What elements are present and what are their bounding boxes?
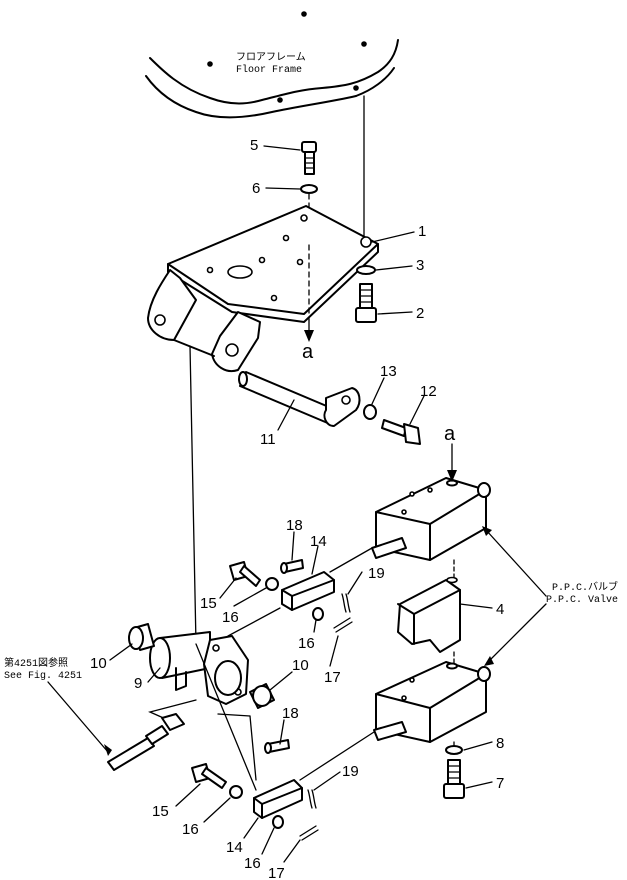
rod-end (107, 737, 155, 771)
cotter-pin-17-lower (299, 825, 319, 841)
callout-12: 12 (420, 383, 437, 400)
callout-13: 13 (380, 363, 397, 380)
callout-14-upper: 14 (310, 533, 327, 550)
callout-18-upper: 18 (286, 517, 303, 534)
clevis-14-lower (253, 779, 303, 819)
callout-16-upper-b: 16 (298, 635, 315, 652)
see-fig-label-en: See Fig. 4251 (4, 670, 82, 682)
callout-18-lower: 18 (282, 705, 299, 722)
arrow-a-top-label: a (302, 341, 314, 363)
callout-10-right: 10 (292, 657, 309, 674)
ppc-valve-upper (371, 477, 491, 561)
pin-18-lower (264, 739, 290, 754)
callout-5: 5 (250, 137, 258, 154)
callout-14-lower: 14 (226, 839, 243, 856)
pin-18-upper (280, 559, 304, 574)
washer-16-lower-a (229, 785, 243, 799)
cotter-pin-19-upper (341, 593, 351, 613)
washer-16-upper-b (312, 607, 324, 621)
callout-17-upper: 17 (324, 669, 341, 686)
callout-7: 7 (496, 775, 504, 792)
bolt-12 (381, 419, 421, 445)
see-fig-label-jp: 第4251図参照 (4, 656, 68, 670)
callout-19-lower: 19 (342, 763, 359, 780)
callout-6: 6 (252, 180, 260, 197)
link-line-upper (329, 547, 373, 573)
callout-11: 11 (260, 431, 276, 448)
bolt-7 (443, 759, 465, 799)
callout-2: 2 (416, 305, 424, 322)
joint-link (161, 713, 185, 731)
floor-frame-label-en: Floor Frame (236, 64, 302, 76)
callout-4: 4 (496, 601, 504, 618)
washer-8 (445, 745, 463, 755)
callout-17-lower: 17 (268, 865, 285, 880)
bolt-15-lower (191, 763, 227, 789)
clevis-14-upper (281, 571, 335, 611)
ppc-valve-lower (373, 661, 491, 743)
shaft-9 (149, 631, 249, 705)
callout-16-upper-a: 16 (222, 609, 239, 626)
ppc-valve-label-en: P.P.C. Valve (546, 594, 618, 606)
callout-1: 1 (418, 223, 426, 240)
callout-15-upper: 15 (200, 595, 217, 612)
ppc-valve-label-jp: P.P.C.バルブ (552, 580, 618, 594)
plate-4 (397, 576, 461, 653)
callout-9: 9 (134, 675, 142, 692)
bolt-15-upper (229, 561, 261, 587)
bolt-5 (301, 141, 317, 175)
washer-6 (300, 184, 318, 194)
pin-11 (238, 371, 361, 427)
bracket-1 (147, 205, 379, 372)
floor-frame: フロアフレーム Floor Frame (145, 11, 399, 119)
washer-3 (356, 265, 376, 275)
link-line-lower (299, 731, 375, 781)
washer-16-lower-b (272, 815, 284, 829)
floor-frame-label-jp: フロアフレーム (236, 51, 306, 64)
callout-16-lower-a: 16 (182, 821, 199, 838)
arrow-a-valve-label: a (444, 423, 456, 445)
bolt-2 (355, 283, 377, 323)
cotter-pin-19-lower (307, 789, 317, 809)
washer-16-upper-a (265, 577, 279, 591)
callout-15-lower: 15 (152, 803, 169, 820)
bushing-10-right (249, 683, 275, 709)
callout-8: 8 (496, 735, 504, 752)
callout-16-lower-b: 16 (244, 855, 261, 872)
bushing-10-left (128, 623, 155, 651)
leg-alignment-line (189, 345, 197, 645)
callout-19-upper: 19 (368, 565, 385, 582)
callout-3: 3 (416, 257, 424, 274)
callout-10-left: 10 (90, 655, 107, 672)
cotter-pin-17-upper (333, 617, 353, 633)
washer-13 (363, 404, 377, 420)
